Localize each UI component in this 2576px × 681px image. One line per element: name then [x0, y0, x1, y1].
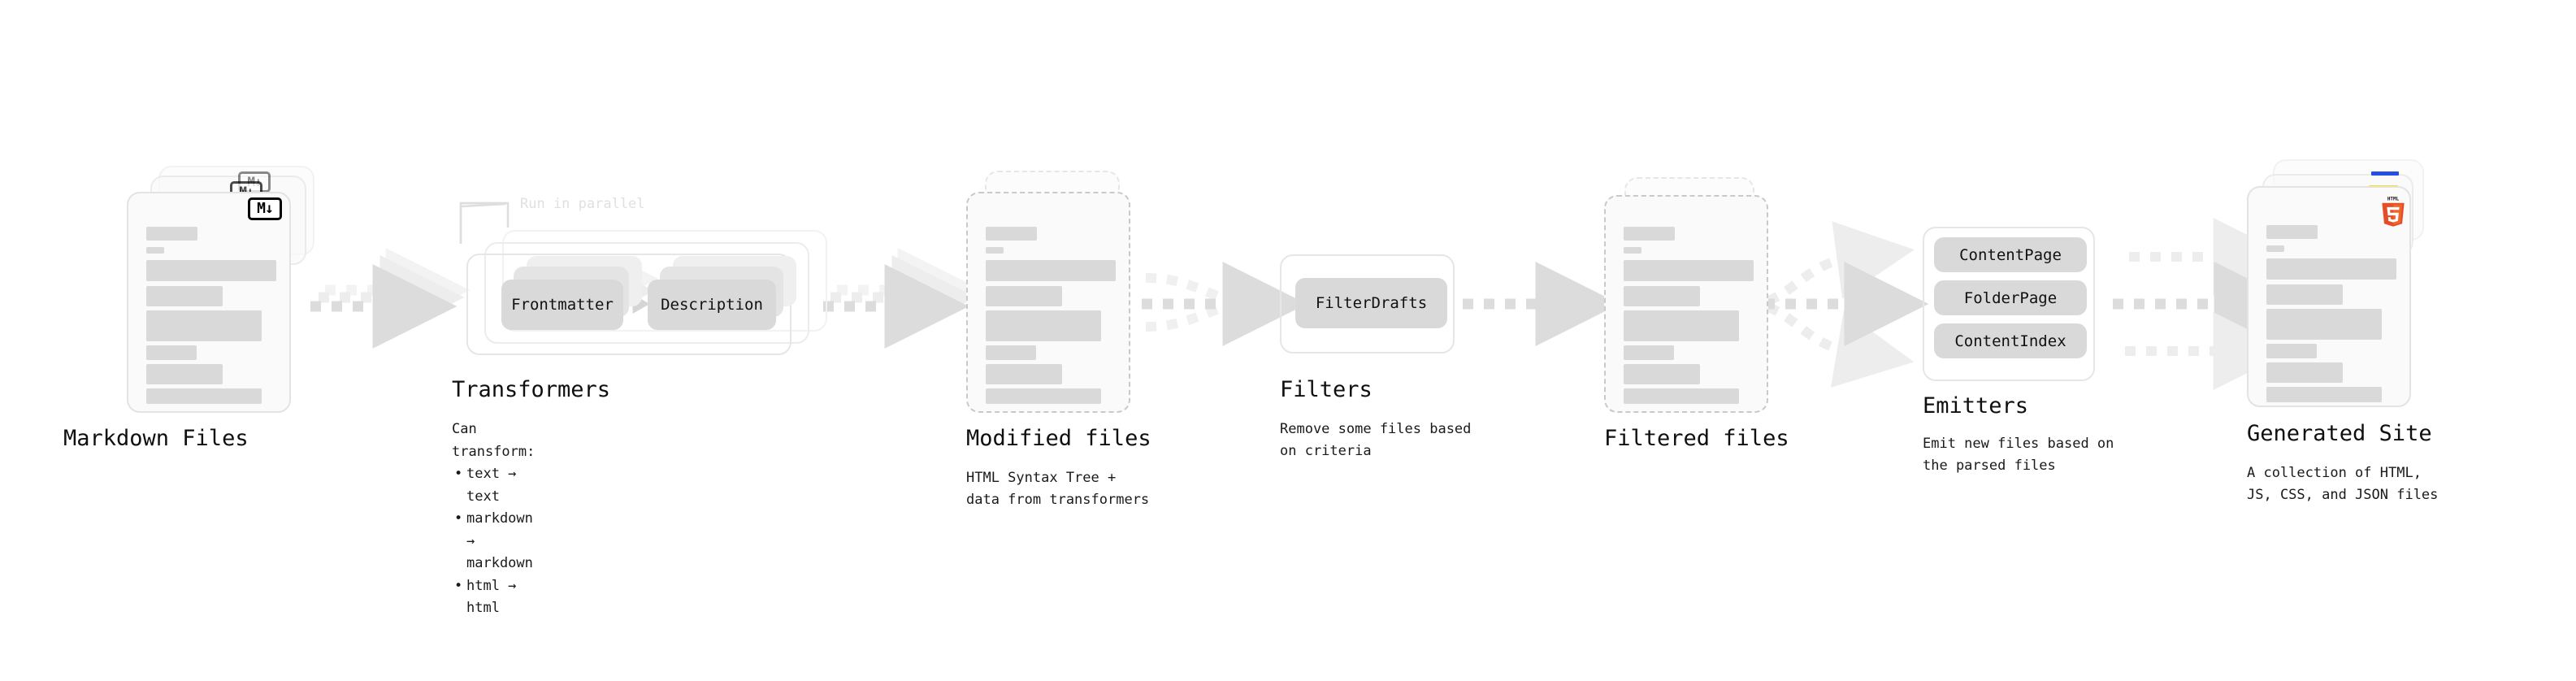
- doc-placeholder-bar: [2266, 245, 2284, 252]
- doc-placeholder-bar: [1624, 310, 1739, 341]
- doc-placeholder-bar: [146, 286, 223, 306]
- pill-folder-page[interactable]: FolderPage: [1934, 280, 2087, 315]
- run-in-parallel-label: Run in parallel: [520, 196, 645, 212]
- emitters-group: [1923, 227, 2095, 381]
- pill-folder-page-label: FolderPage: [1963, 288, 2058, 307]
- doc-placeholder-bar: [2266, 362, 2343, 383]
- doc-placeholder-bar: [986, 286, 1062, 306]
- doc-placeholder-bar: [2266, 284, 2343, 305]
- transformer-group-back: [502, 230, 827, 332]
- doc-placeholder-bar: [986, 260, 1116, 281]
- doc-placeholder-bar: [146, 388, 262, 404]
- pill-content-index-label: ContentIndex: [1954, 332, 2066, 350]
- arrow-transformers-to-modified: [823, 248, 982, 349]
- pill-frontmatter[interactable]: Frontmatter: [501, 280, 623, 330]
- filters-group: [1280, 254, 1455, 354]
- pill-content-index[interactable]: ContentIndex: [1934, 323, 2087, 358]
- doc-placeholder-bar: [2266, 225, 2318, 239]
- generated-site-description: A collection of HTML, JS, CSS, and JSON …: [2247, 465, 2439, 504]
- doc-placeholder-bar: [1624, 286, 1700, 306]
- pill-description[interactable]: Description: [648, 280, 776, 330]
- doc-placeholder-bar: [986, 388, 1101, 404]
- doc-placeholder-bar: [986, 227, 1037, 241]
- stage-title-transformers: Transformers: [452, 377, 611, 402]
- stage-title-filtered-files: Filtered files: [1604, 426, 1789, 451]
- transformers-description-lead: Can transform:: [452, 421, 536, 460]
- filtered-card-front: [1604, 195, 1768, 413]
- doc-placeholder-bar: [146, 260, 276, 281]
- markdown-card-front: [127, 192, 291, 413]
- stage-title-modified-files: Modified files: [966, 426, 1151, 451]
- pill-content-page-label: ContentPage: [1959, 245, 2062, 264]
- doc-placeholder-bar: [986, 310, 1101, 341]
- doc-placeholder-bar: [986, 364, 1062, 384]
- modified-card-front: [966, 192, 1130, 413]
- transformers-description: Can transform: text → text markdown → ma…: [452, 419, 535, 620]
- doc-placeholder-bar: [986, 247, 1004, 254]
- html5-icon-svg: HTML: [2382, 196, 2405, 227]
- transformers-capability-list: text → text markdown → markdown html → h…: [452, 463, 535, 620]
- modified-files-description: HTML Syntax Tree + data from transformer…: [966, 470, 1150, 509]
- css3-icon: [2371, 171, 2399, 176]
- pill-content-page[interactable]: ContentPage: [1934, 237, 2087, 272]
- svg-text:HTML: HTML: [2387, 196, 2400, 202]
- doc-placeholder-bar: [1624, 227, 1675, 241]
- arrow-markdown-to-transformers: [310, 248, 471, 349]
- doc-placeholder-bar: [146, 345, 197, 360]
- site-card-front: [2247, 186, 2411, 407]
- pill-filter-drafts[interactable]: FilterDrafts: [1295, 278, 1447, 328]
- pill-frontmatter-label: Frontmatter: [511, 296, 614, 314]
- doc-placeholder-bar: [2266, 309, 2382, 340]
- pill-filter-drafts-label: FilterDrafts: [1315, 294, 1428, 312]
- transformer-group-mid: [484, 242, 809, 344]
- pill-description-label: Description: [661, 296, 763, 314]
- arrow-modified-to-filters: [1142, 262, 1308, 346]
- list-item: text → text: [454, 463, 535, 508]
- doc-placeholder-bar: [146, 227, 197, 241]
- stage-title-markdown-files: Markdown Files: [63, 426, 249, 451]
- emitters-description: Emit new files based on the parsed files: [1923, 436, 2114, 475]
- doc-placeholder-bar: [1624, 345, 1674, 360]
- stage-title-emitters: Emitters: [1923, 393, 2029, 419]
- doc-placeholder-bar: [1624, 364, 1700, 384]
- doc-placeholder-bar: [146, 310, 262, 341]
- html5-icon: HTML: [2379, 194, 2407, 228]
- list-item: markdown → markdown: [454, 508, 535, 575]
- doc-placeholder-bar: [1624, 388, 1739, 404]
- list-item: html → html: [454, 575, 535, 620]
- stage-title-filters: Filters: [1280, 377, 1373, 402]
- doc-placeholder-bar: [2266, 344, 2317, 358]
- doc-placeholder-bar: [146, 364, 223, 384]
- doc-placeholder-bar: [986, 345, 1036, 360]
- markdown-icon: M↓: [248, 197, 282, 220]
- stage-title-generated-site: Generated Site: [2247, 421, 2432, 446]
- filters-description: Remove some files based on criteria: [1280, 421, 1472, 460]
- doc-placeholder-bar: [1624, 260, 1754, 281]
- doc-placeholder-bar: [146, 247, 164, 254]
- doc-placeholder-bar: [2266, 258, 2396, 280]
- arrow-emitters-to-site: [2113, 218, 2299, 390]
- doc-placeholder-bar: [1624, 247, 1641, 254]
- run-in-parallel-bracket: [459, 202, 510, 244]
- doc-placeholder-bar: [2266, 387, 2382, 402]
